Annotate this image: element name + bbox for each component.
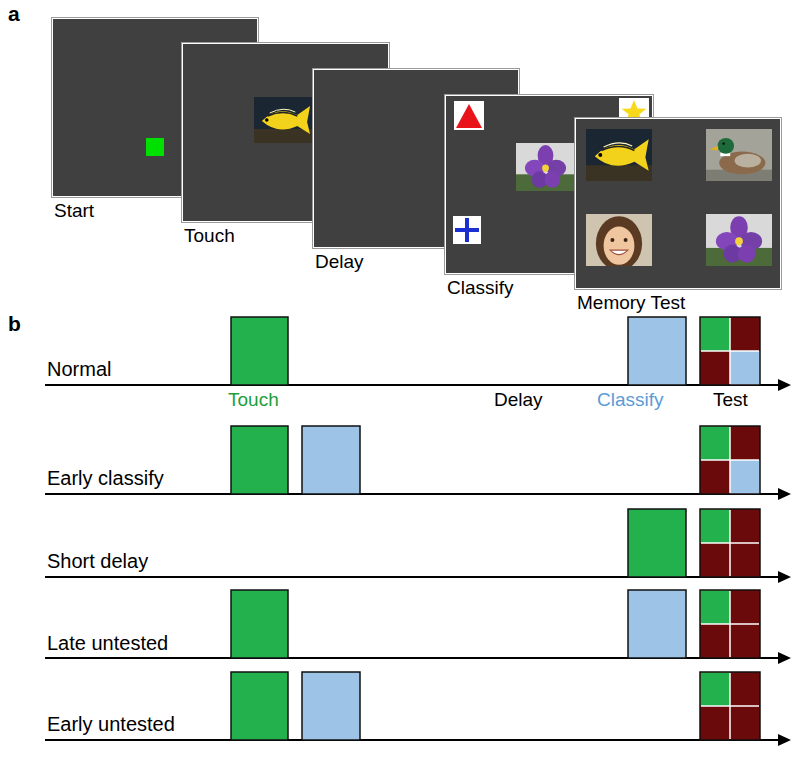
touch-block xyxy=(231,672,288,740)
touch-block xyxy=(628,509,686,577)
axis-arrowhead xyxy=(778,379,791,391)
timeline-row xyxy=(45,672,791,746)
grid-line xyxy=(701,459,759,461)
phase-label: Test xyxy=(713,389,748,411)
phase-label: Classify xyxy=(597,389,664,411)
timeline-row xyxy=(45,426,791,500)
shape-button xyxy=(454,101,484,130)
test-cell xyxy=(730,460,759,493)
duck-photo xyxy=(706,129,772,181)
fish-photo xyxy=(254,97,313,143)
timeline-row xyxy=(45,317,791,391)
grid-line xyxy=(701,623,759,625)
screen-label: Start xyxy=(52,200,94,222)
test-grid xyxy=(700,672,760,740)
condition-name: Short delay xyxy=(47,550,148,573)
start-square xyxy=(146,138,164,156)
test-grid xyxy=(700,509,760,577)
test-grid xyxy=(700,426,760,494)
test-cell xyxy=(701,318,730,351)
screen-label: Delay xyxy=(313,251,364,273)
test-cell xyxy=(701,510,730,543)
panel-letter: a xyxy=(8,2,20,26)
axis-arrowhead xyxy=(778,734,791,746)
axis-arrowhead xyxy=(778,488,791,500)
classify-block xyxy=(628,317,686,385)
axis-arrowhead xyxy=(778,571,791,583)
grid-line xyxy=(701,705,759,707)
touch-block xyxy=(231,426,288,494)
test-cell xyxy=(701,673,730,706)
condition-name: Early untested xyxy=(47,713,175,736)
test-grid xyxy=(700,317,760,385)
screen-label: Memory Test xyxy=(575,292,685,314)
classify-block xyxy=(302,426,360,494)
classify-block xyxy=(302,672,360,740)
flower-photo xyxy=(706,214,772,266)
timeline-row xyxy=(45,590,791,664)
timeline-row xyxy=(45,509,791,583)
phase-label: Touch xyxy=(228,389,279,411)
grid-line xyxy=(701,350,759,352)
touch-block xyxy=(231,317,288,385)
fish-photo xyxy=(586,129,652,181)
condition-name: Normal xyxy=(47,358,111,381)
screen-label: Classify xyxy=(445,277,514,299)
phase-label: Delay xyxy=(494,389,543,411)
panel-letter: b xyxy=(8,312,21,336)
axis-arrowhead xyxy=(778,652,791,664)
test-cell xyxy=(701,591,730,624)
shape-button xyxy=(453,216,481,244)
screen-label: Touch xyxy=(182,225,235,247)
time-axis xyxy=(45,739,782,741)
girl-photo xyxy=(586,214,652,271)
test-cell xyxy=(701,427,730,460)
grid-line xyxy=(701,542,759,544)
test-grid xyxy=(700,590,760,658)
cross-symbol xyxy=(455,228,479,232)
screen-frame: Memory Test xyxy=(575,118,781,314)
time-axis xyxy=(45,493,782,495)
screen-art xyxy=(576,119,782,290)
flower-photo xyxy=(516,143,575,191)
condition-name: Early classify xyxy=(47,467,164,490)
touch-block xyxy=(231,590,288,658)
test-cell xyxy=(730,351,759,384)
screen-display xyxy=(575,118,781,289)
classify-block xyxy=(628,590,686,658)
triangle-symbol xyxy=(456,104,482,128)
condition-name: Late untested xyxy=(47,632,168,655)
